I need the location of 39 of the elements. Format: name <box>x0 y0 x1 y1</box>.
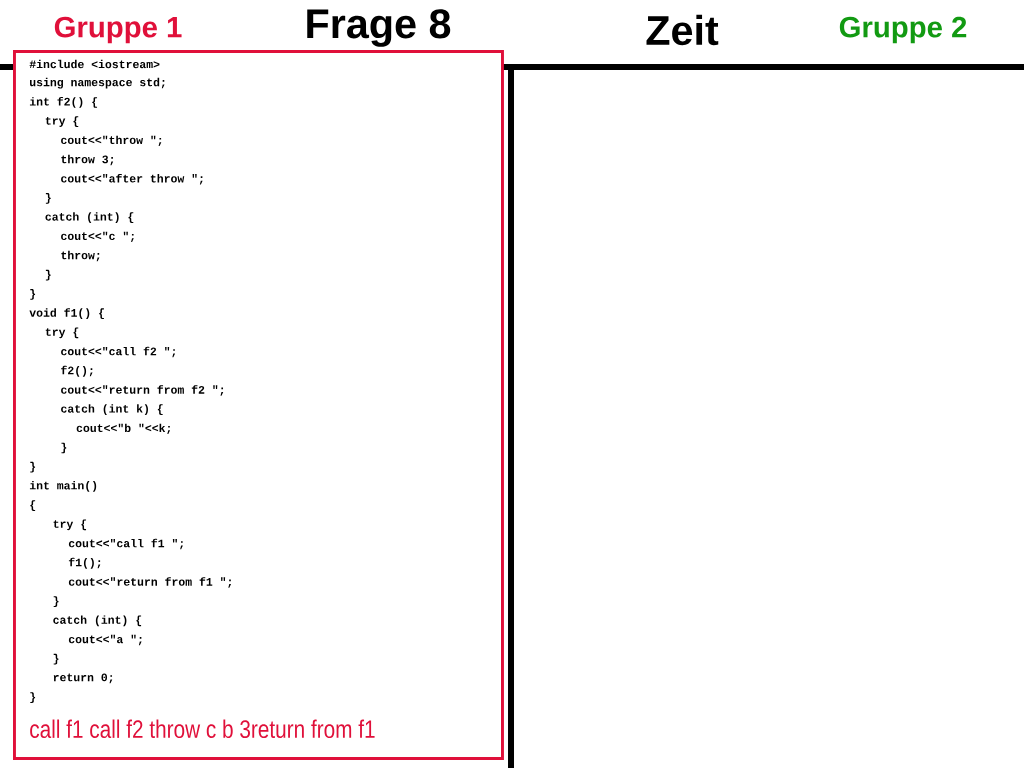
code-line: { <box>30 500 36 511</box>
code-line: throw; <box>61 250 100 262</box>
code-box <box>13 50 504 760</box>
code-line: #include <iostream> <box>29 59 160 69</box>
code-line: cout<<"return from f2 "; <box>61 385 224 396</box>
answer-text: call f1 call f2 throw c b 3return from f1 <box>30 719 375 739</box>
column-heading: Gruppe 2 <box>839 16 967 44</box>
code-line: catch (int) { <box>53 615 142 627</box>
code-line: using namespace std; <box>30 77 165 89</box>
code-line: cout<<"return from f1 "; <box>68 577 232 588</box>
code-line: return 0; <box>53 673 113 684</box>
title: Frage 8 <box>307 9 451 47</box>
code-line: } <box>30 692 36 703</box>
code-line: void f1() { <box>29 308 104 320</box>
code-line: } <box>53 596 59 607</box>
code-line: cout<<"b "<<k; <box>76 423 171 434</box>
code-line: } <box>53 653 59 665</box>
code-line: catch (int k) { <box>61 404 163 415</box>
code-line: f1(); <box>68 557 101 569</box>
column-heading: Zeit <box>646 14 719 46</box>
code-line: try { <box>45 116 79 127</box>
code-line: } <box>45 193 51 204</box>
code-line: throw 3; <box>61 154 114 166</box>
code-line: f2(); <box>61 365 93 377</box>
code-line: cout<<"call f1 "; <box>68 538 183 550</box>
code-line: cout<<"c "; <box>61 231 134 242</box>
code-line: catch (int) { <box>45 212 134 223</box>
code-line: cout<<"throw "; <box>61 135 162 146</box>
code-line: try { <box>45 327 79 339</box>
code-line: cout<<"after throw "; <box>61 173 203 185</box>
code-line: } <box>61 442 67 454</box>
code-line: int f2() { <box>29 97 98 108</box>
code-line: int main() <box>29 481 97 492</box>
code-line: } <box>30 461 36 473</box>
code-line: cout<<"a "; <box>68 634 142 646</box>
code-line: } <box>30 289 36 300</box>
code-line: cout<<"call f2 "; <box>61 346 176 358</box>
code-line: } <box>45 269 51 281</box>
code-line: try { <box>53 519 87 531</box>
